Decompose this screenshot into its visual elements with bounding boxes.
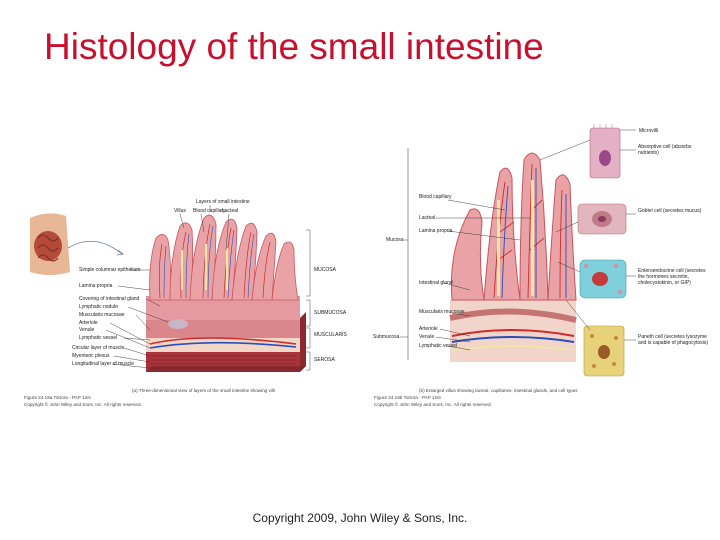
label-lymphatic-vessel-b: Lymphatic vessel [419, 343, 457, 349]
layer-submucosa: SUBMUCOSA [314, 310, 347, 316]
label-lacteal-a: Lacteal [222, 208, 238, 214]
figure-a-layers [146, 215, 306, 372]
label-circular-muscle: Circular layer of muscle [72, 345, 124, 351]
label-intestinal-gland-a: Covering of intestinal gland [79, 296, 140, 302]
layer-mucosa: MUCOSA [314, 267, 337, 273]
caption-a: (a) Three-dimensional view of layers of … [132, 388, 275, 393]
label-lamina-propria-a: Lamina propria [79, 283, 113, 289]
label-mucosa-b: Mucosa [386, 237, 404, 243]
label-microvilli: Microvilli [639, 128, 658, 134]
label-myenteric-plexus: Myenteric plexus [72, 353, 110, 359]
label-submucosa-b: Submucosa [373, 334, 400, 340]
label-lamina-propria-b: Lamina propria [419, 228, 453, 234]
label-longitudinal-muscle: Longitudinal layer of muscle [72, 361, 134, 367]
copyright-footer: Copyright 2009, John Wiley & Sons, Inc. [0, 511, 720, 525]
torso-illustration [30, 213, 123, 275]
credit-b-2: Copyright © John Wiley and Sons, Inc. Al… [374, 401, 492, 407]
credit-a-2: Copyright © John Wiley and Sons, Inc. Al… [24, 401, 142, 407]
label-intestinal-gland-b: Intestinal gland [419, 280, 453, 286]
label-lacteal-b: Lacteal [419, 215, 435, 221]
label-arteriole-a: Arteriole [79, 320, 98, 326]
label-venule-a: Venule [79, 327, 95, 333]
label-venule-b: Venule [419, 334, 435, 340]
label-lymphatic-nodule: Lymphatic nodule [79, 304, 118, 310]
figure-a-header: Layers of small intestine [196, 199, 250, 205]
label-absorptive-cell: Absorptive cell (absorbs nutrients) [638, 144, 712, 156]
layer-serosa: SEROSA [314, 357, 336, 363]
label-lymphatic-vessel-a: Lymphatic vessel [79, 335, 117, 341]
layer-muscularis: MUSCULARIS [314, 332, 347, 338]
label-arteriole-b: Arteriole [419, 326, 438, 332]
label-enteroendocrine-cell: Enteroendocrine cell (secretes the hormo… [638, 268, 712, 286]
label-paneth-cell: Paneth cell (secretes lysozyme and is ca… [638, 334, 712, 346]
credit-a-1: Figure 24.19a Tortora - PAP 12/e [24, 395, 91, 400]
label-blood-capillary-b: Blood capillary [419, 194, 452, 200]
caption-b: (b) Enlarged villus showing lacteal, cap… [419, 388, 578, 393]
label-goblet-cell: Goblet cell (secretes mucus) [638, 208, 712, 214]
label-villus: Villus [174, 208, 186, 214]
credit-b-1: Figure 24.19b Tortora - PAP 12/e [374, 395, 441, 400]
label-muscularis-mucosae-a: Muscularis mucosae [79, 312, 125, 318]
